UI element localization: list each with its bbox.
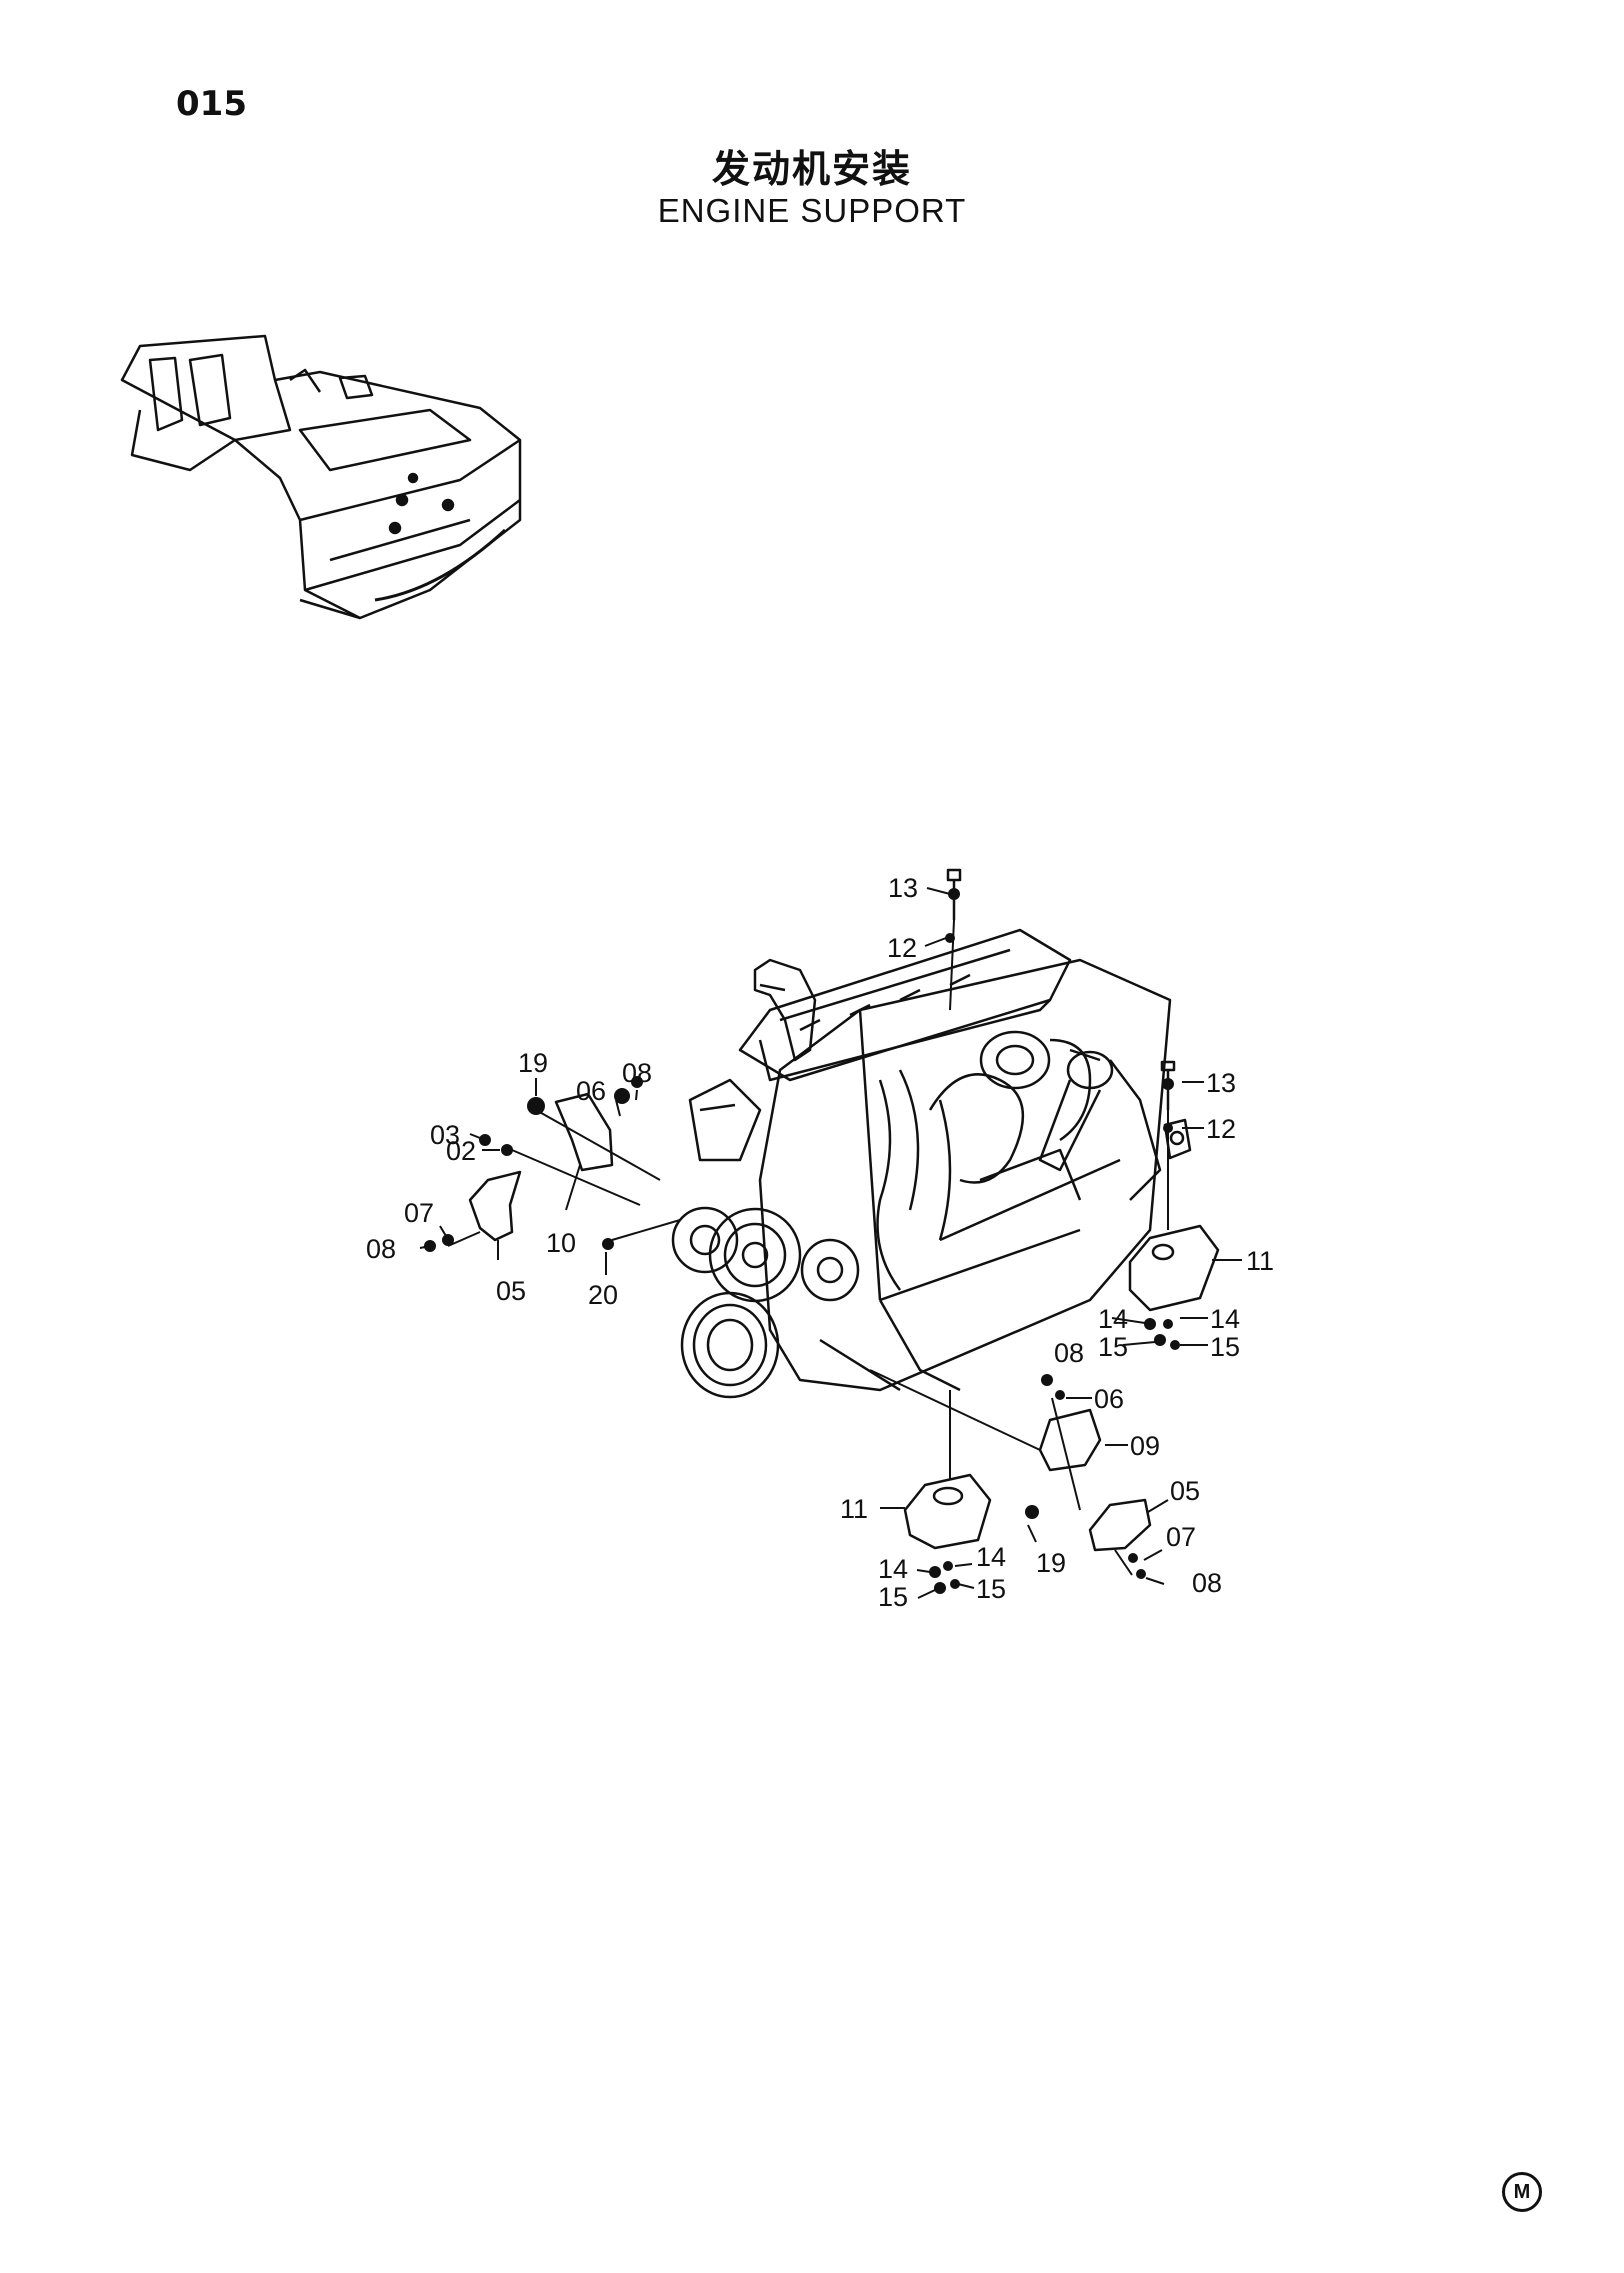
callout-15-right-b: 15 [1210, 1332, 1240, 1362]
callout-07-left: 07 [404, 1198, 434, 1228]
mount-11-right [1128, 1224, 1220, 1312]
callout-08-left: 08 [366, 1234, 396, 1264]
callout-06-left: 06 [576, 1076, 606, 1106]
page-title-en: ENGINE SUPPORT [657, 192, 967, 229]
callout-05-left: 05 [496, 1276, 526, 1306]
callout-09: 09 [1130, 1431, 1160, 1461]
callout-11-right: 11 [1246, 1246, 1274, 1276]
callout-06-mid: 06 [1094, 1384, 1124, 1414]
callout-05-right: 05 [1170, 1476, 1200, 1506]
page-number: 015 [176, 84, 247, 124]
manufacturer-mark-icon: M [1502, 2172, 1542, 2212]
callout-08-mid: 08 [1054, 1338, 1084, 1368]
engine-illustration [671, 928, 1192, 1399]
callout-14-lower-b: 14 [976, 1542, 1006, 1572]
mount-05-lower [1088, 1498, 1152, 1552]
bracket-09 [1038, 1408, 1102, 1472]
bracket-10 [554, 1092, 614, 1172]
callout-12-top: 12 [887, 933, 917, 963]
callout-13-top: 13 [888, 873, 918, 903]
callout-07-right: 07 [1166, 1522, 1196, 1552]
excavator-locator-icon [120, 334, 522, 620]
callout-19-lower: 19 [1036, 1548, 1066, 1578]
callout-15-right-a: 15 [1098, 1332, 1128, 1362]
callout-14-right-a: 14 [1098, 1304, 1128, 1334]
callout-03: 03 [430, 1120, 460, 1150]
callout-02: 02 [446, 1136, 476, 1166]
callout-11-lower: 11 [840, 1494, 868, 1524]
callout-15-lower-b: 15 [976, 1574, 1006, 1604]
callout-08-right: 08 [1192, 1568, 1222, 1598]
callout-14-right-b: 14 [1210, 1304, 1240, 1334]
mount-11-lower [903, 1473, 992, 1550]
callout-20: 20 [588, 1280, 618, 1310]
callout-13-right: 13 [1206, 1068, 1236, 1098]
callout-08-left-top: 08 [622, 1058, 652, 1088]
callout-12-right: 12 [1206, 1114, 1236, 1144]
mount-05-left [468, 1170, 522, 1242]
leader-lines [419, 887, 1242, 1599]
callout-19-left: 19 [518, 1048, 548, 1078]
callout-15-lower-a: 15 [878, 1582, 908, 1612]
page-title-cn: 发动机安装 [711, 147, 912, 191]
callout-14-lower-a: 14 [878, 1554, 908, 1584]
part-callouts: 13 12 13 12 19 06 08 03 02 07 08 10 05 2… [366, 873, 1274, 1612]
callout-10: 10 [546, 1228, 576, 1258]
